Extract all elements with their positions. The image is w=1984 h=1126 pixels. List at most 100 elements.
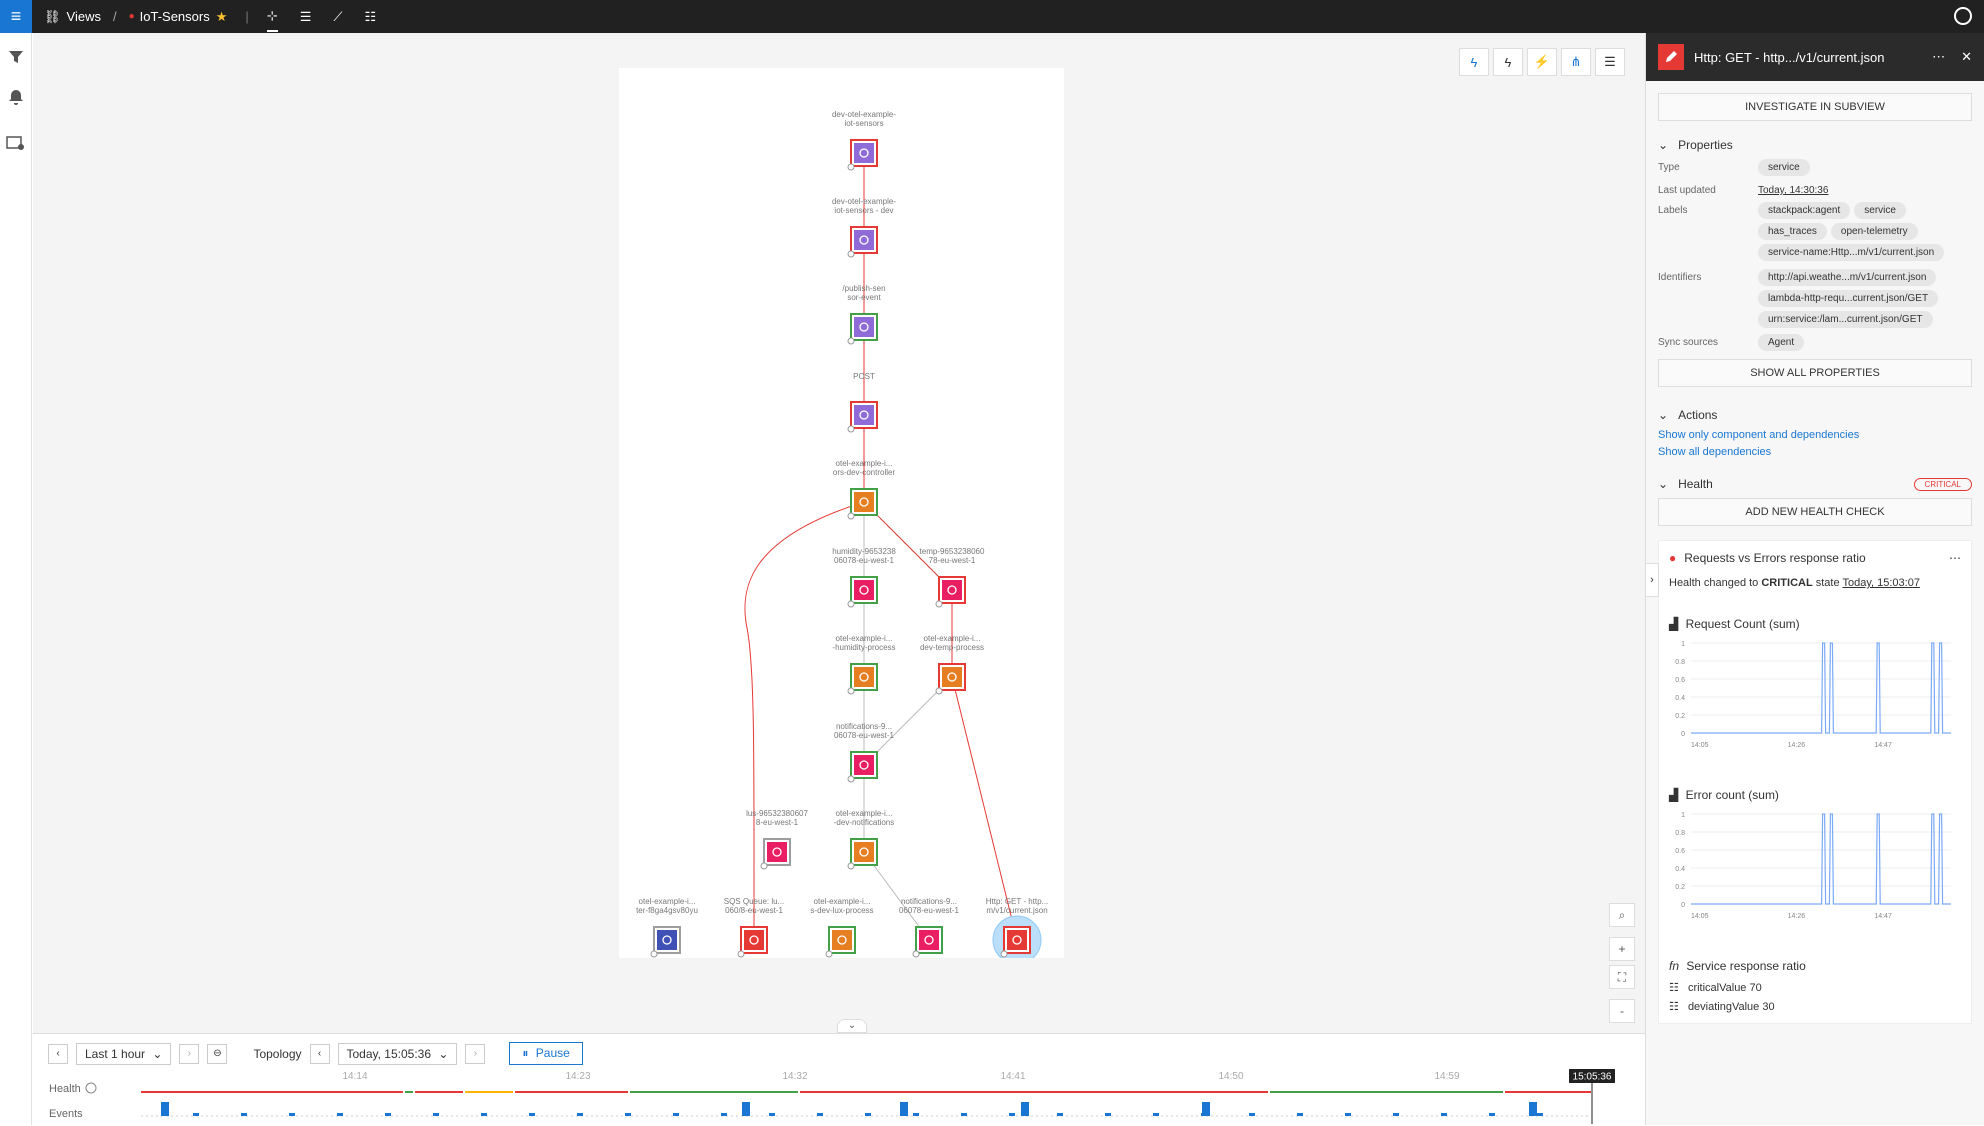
event-marker[interactable] (900, 1102, 908, 1116)
event-marker[interactable] (161, 1102, 169, 1116)
node-expand-icon[interactable] (1000, 950, 1008, 958)
node-expand-icon[interactable] (935, 687, 943, 695)
time-forward-chevron-icon[interactable]: › (179, 1043, 200, 1064)
topology-node[interactable]: otel-example-i...ter-f8ga4gsv80yu (636, 897, 698, 958)
topology-node[interactable]: notifications-9...06078-eu-west-1 (899, 897, 960, 958)
next-time-chevron-icon[interactable]: › (465, 1043, 486, 1064)
pause-button[interactable]: ⏸ Pause (509, 1042, 583, 1065)
topology-toolbar: ϟ ϟ ⚡ ⋔ ☰ (1459, 48, 1625, 76)
node-expand-icon[interactable] (847, 337, 855, 345)
zoom-in-icon[interactable]: + (1609, 937, 1635, 961)
more-options-icon[interactable]: ⋯ (1932, 49, 1946, 64)
list-layout-button[interactable]: ☰ (1595, 48, 1625, 76)
add-health-check-button[interactable]: ADD NEW HEALTH CHECK (1658, 498, 1972, 526)
topology-node[interactable]: otel-example-i...dev-temp-process (920, 634, 984, 695)
view-settings-icon[interactable] (0, 123, 32, 163)
views-breadcrumb[interactable]: ⛓ Views (44, 9, 101, 25)
timeline-collapse-chevron-icon[interactable]: ⌄ (837, 1019, 867, 1033)
time-back-chevron-icon[interactable]: ‹ (48, 1043, 68, 1064)
topology-node[interactable]: /publish-sensor-event (842, 284, 886, 345)
node-expand-icon[interactable] (847, 163, 855, 171)
all-problems-button[interactable]: ⚡ (1527, 48, 1557, 76)
node-expand-icon[interactable] (847, 775, 855, 783)
topology-node[interactable]: otel-example-i...ors-dev-controller (833, 459, 896, 520)
zoom-out-icon[interactable]: - (1609, 999, 1635, 1023)
close-icon[interactable]: ✕ (1961, 49, 1972, 64)
topology-node[interactable]: Http: GET - http...m/v1/current.json (986, 897, 1049, 958)
fit-screen-icon[interactable]: ⛶ (1609, 965, 1635, 989)
user-avatar-icon[interactable] (1954, 7, 1972, 25)
events-view-button[interactable]: ☰ (300, 9, 312, 25)
properties-section-header[interactable]: ⌄ Properties (1646, 131, 1984, 159)
topology-node[interactable]: otel-example-i...-dev-notifications (834, 809, 894, 870)
topology-node[interactable]: otel-example-i...s-dev-lux-process (810, 897, 874, 958)
topology-node[interactable]: dev-otel-example-iot-sensors - dev (832, 197, 896, 258)
node-expand-icon[interactable] (847, 600, 855, 608)
node-expand-icon[interactable] (737, 950, 745, 958)
node-expand-icon[interactable] (847, 250, 855, 258)
bell-icon[interactable] (0, 77, 32, 117)
show-component-deps-link[interactable]: Show only component and dependencies (1658, 429, 1860, 441)
help-icon[interactable] (85, 1082, 97, 1094)
event-marker[interactable] (1202, 1102, 1210, 1116)
node-expand-icon[interactable] (760, 862, 768, 870)
hamburger-menu-icon[interactable]: ≡ (0, 0, 32, 33)
star-icon[interactable]: ★ (215, 8, 228, 24)
topology-view-button[interactable]: ⊹ (266, 2, 278, 32)
health-change-time-link[interactable]: Today, 15:03:07 (1842, 577, 1920, 589)
event-tick (769, 1113, 775, 1116)
actions-section-header[interactable]: ⌄ Actions (1646, 401, 1984, 429)
graph-edge (863, 501, 953, 591)
last-updated-link[interactable]: Today, 14:30:36 (1758, 185, 1829, 196)
filter-icon[interactable] (0, 37, 32, 77)
show-all-properties-button[interactable]: SHOW ALL PROPERTIES (1658, 359, 1972, 387)
node-expand-icon[interactable] (825, 950, 833, 958)
chart-xtick-label: 14:26 (1788, 742, 1806, 749)
topology-graph[interactable]: dev-otel-example-iot-sensors dev-otel-exa… (619, 68, 1064, 965)
root-cause-button[interactable]: ϟ (1459, 48, 1489, 76)
health-section-header[interactable]: ⌄ Health CRITICAL (1646, 470, 1984, 498)
event-marker[interactable] (1529, 1102, 1537, 1116)
prev-time-chevron-icon[interactable]: ‹ (309, 1043, 330, 1064)
topology-node[interactable]: SQS Queue: lu...060/8-eu-west-1 (724, 897, 784, 958)
problem-button[interactable]: ϟ (1493, 48, 1523, 76)
node-expand-icon[interactable] (912, 950, 920, 958)
node-expand-icon[interactable] (847, 687, 855, 695)
prop-key: Last updated (1658, 185, 1716, 196)
metrics-view-button[interactable]: ⟋ (333, 9, 342, 25)
topology-node[interactable]: dev-otel-example-iot-sensors (832, 110, 896, 171)
topology-node[interactable]: notifications-9...06078-eu-west-1 (834, 722, 895, 783)
search-icon[interactable]: ⌕ (1609, 903, 1635, 927)
node-expand-icon[interactable] (935, 600, 943, 608)
event-marker[interactable] (742, 1102, 750, 1116)
graph-layout-button[interactable]: ⋔ (1561, 48, 1591, 76)
node-label: -humidity-process (832, 643, 895, 652)
graph-edge (863, 851, 930, 941)
event-marker[interactable] (1021, 1102, 1029, 1116)
event-tick (241, 1113, 247, 1116)
topology-node[interactable]: POST (847, 372, 878, 433)
zoom-time-icon[interactable]: ⊖ (207, 1043, 228, 1064)
more-options-icon[interactable]: ⋯ (1949, 551, 1961, 565)
show-all-deps-link[interactable]: Show all dependencies (1658, 446, 1772, 458)
panel-expand-chevron-icon[interactable]: › (1646, 563, 1659, 597)
traces-view-button[interactable]: ☷ (364, 9, 376, 25)
node-expand-icon[interactable] (847, 425, 855, 433)
topology-node[interactable]: otel-example-i...-humidity-process (832, 634, 896, 695)
node-expand-icon[interactable] (847, 862, 855, 870)
node-expand-icon[interactable] (847, 512, 855, 520)
investigate-subview-button[interactable]: INVESTIGATE IN SUBVIEW (1658, 93, 1972, 121)
time-range-select[interactable]: Last 1 hour ⌄ (76, 1042, 172, 1065)
node-expand-icon[interactable] (650, 950, 658, 958)
current-view-breadcrumb[interactable]: ● IoT-Sensors ★ (129, 9, 228, 25)
timeline-tick-label: 14:41 (1000, 1071, 1025, 1082)
queue-icon (919, 930, 939, 950)
time-select[interactable]: Today, 15:05:36 ⌄ (337, 1042, 458, 1065)
